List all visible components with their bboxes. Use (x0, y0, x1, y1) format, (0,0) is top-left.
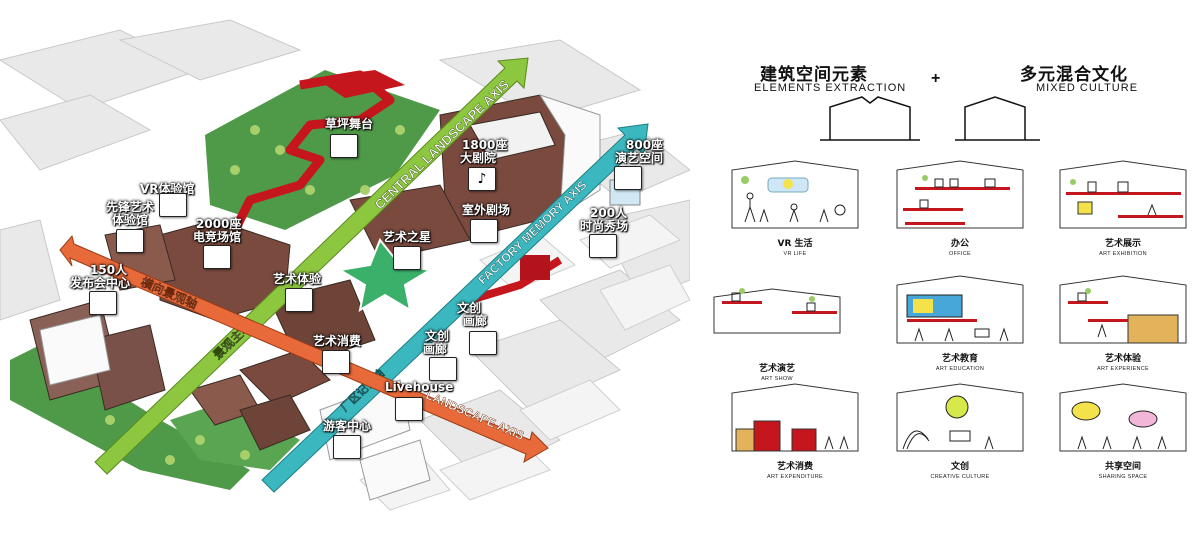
label-fashion-people: 200人 (590, 206, 628, 220)
masterplan-drawing: CENTRAL LANDSCAPE AXIS 景观主轴 FACTORY MEMO… (0, 19, 691, 511)
vr-headset-icon (159, 193, 187, 217)
label-fashion-show: 时尚秀场 (580, 219, 629, 233)
cell-creative-culture-cn: 文创 (950, 462, 969, 472)
visitor-icon (333, 435, 361, 459)
cell-creative-culture: 文创 CREATIVE CULTURE (895, 383, 1025, 480)
presentation-icon (89, 291, 117, 315)
title-left-cn: 建筑空间元素 (760, 65, 868, 85)
gallery-icon (429, 357, 457, 381)
cell-vr-life-en: VR LIFE (783, 251, 807, 257)
art-expenditure-illustration-icon (731, 383, 859, 452)
elements-panel: 建筑空间元素 ELEMENTS EXTRACTION + 多元混合文化 MIXE… (690, 0, 1200, 544)
house-icons (820, 96, 1040, 141)
sharing-space-illustration-icon (1059, 383, 1187, 452)
cell-art-exhibition-en: ART EXHIBITION (1099, 251, 1147, 257)
cell-art-experience-en: ART EXPERIENCE (1097, 366, 1149, 372)
art-exhibition-illustration-icon (1059, 160, 1187, 229)
cell-art-show-cn: 艺术演艺 (758, 364, 795, 374)
microphone-icon (614, 166, 642, 190)
cell-vr-life: VR 生活 VR LIFE (730, 160, 860, 257)
cell-sharing-space-en: SHARING SPACE (1098, 474, 1148, 480)
music-note-icon: ♪ (468, 167, 496, 191)
office-illustration-icon (896, 160, 1024, 229)
label-creative-1: 文创 (457, 301, 482, 315)
cell-sharing-space: 共享空间 SHARING SPACE (1058, 383, 1188, 480)
art-star-icon (393, 246, 421, 270)
cell-art-education: 艺术教育 ART EDUCATION (895, 275, 1025, 372)
label-gallery-2: 画廊 (423, 342, 448, 356)
cell-office-en: OFFICE (949, 251, 971, 257)
cell-art-education-en: ART EDUCATION (935, 366, 985, 372)
cell-office-cn: 办公 (950, 239, 969, 249)
creative-culture-illustration-icon (896, 383, 1024, 452)
label-pioneer-art: 先锋艺术 (106, 200, 155, 214)
cell-art-show-en: ART SHOW (761, 376, 793, 382)
label-pioneer-hall: 体验馆 (112, 213, 149, 227)
gamepad-icon (203, 245, 231, 269)
art-show-illustration-icon (713, 288, 841, 334)
brush-icon (285, 288, 313, 312)
art-education-illustration-icon (896, 275, 1024, 344)
label-creative-2: 文创 (425, 329, 450, 343)
stage-icon (330, 134, 358, 158)
label-gallery-1: 画廊 (463, 314, 488, 328)
outdoor-theater-icon (470, 219, 498, 243)
label-visitor-center: 游客中心 (323, 419, 372, 433)
cell-art-exhibition: 艺术展示 ART EXHIBITION (1058, 160, 1188, 257)
label-lawn-stage: 草坪舞台 (325, 117, 374, 131)
label-esports-arena: 电竞场馆 (193, 230, 242, 244)
cell-art-education-cn: 艺术教育 (941, 354, 978, 364)
label-art-star: 艺术之星 (383, 230, 432, 244)
label-esports-seats: 2000座 (196, 217, 242, 231)
masterplan-axonometric: CENTRAL LANDSCAPE AXIS 景观主轴 FACTORY MEMO… (0, 19, 691, 511)
label-livehouse: Livehouse (385, 380, 454, 394)
cell-art-expenditure: 艺术消费 ART EXPENDITURE (730, 383, 860, 480)
label-launch-people: 150人 (90, 263, 128, 277)
label-theater-seats: 1800座 (462, 138, 508, 152)
shopping-icon (322, 350, 350, 374)
title-right-en: MIXED CULTURE (1036, 82, 1139, 94)
paint-brush-icon (116, 229, 144, 253)
label-vr: VR体验馆 (140, 182, 195, 196)
cell-sharing-space-cn: 共享空间 (1104, 462, 1141, 472)
label-launch-center: 发布会中心 (70, 276, 131, 290)
cell-art-show: 艺术演艺 ART SHOW (712, 275, 842, 382)
title-left-en: ELEMENTS EXTRACTION (754, 82, 907, 94)
cell-art-exhibition-cn: 艺术展示 (1104, 239, 1141, 249)
cell-office: 办公 OFFICE (895, 160, 1025, 257)
palette-icon (469, 331, 497, 355)
cell-art-expenditure-cn: 艺术消费 (776, 462, 813, 472)
cell-art-expenditure-en: ART EXPENDITURE (767, 474, 823, 480)
label-show-seats: 800座 (626, 138, 664, 152)
runway-icon (589, 234, 617, 258)
guitar-icon (395, 397, 423, 421)
cell-creative-culture-en: CREATIVE CULTURE (930, 474, 990, 480)
label-show-space: 演艺空间 (615, 151, 664, 165)
title-right-cn: 多元混合文化 (1020, 65, 1128, 85)
label-art-consume: 艺术消费 (313, 334, 362, 348)
plus-sign: + (931, 70, 941, 87)
label-theater: 大剧院 (460, 151, 497, 165)
cell-art-experience: 艺术体验 ART EXPERIENCE (1058, 275, 1188, 372)
art-experience-illustration-icon (1059, 275, 1187, 344)
cell-vr-life-cn: VR 生活 (777, 239, 813, 249)
label-outdoor-theater: 室外剧场 (462, 203, 511, 217)
vr-life-illustration-icon (731, 160, 859, 229)
label-art-experience: 艺术体验 (273, 272, 322, 286)
cell-art-experience-cn: 艺术体验 (1104, 354, 1141, 364)
